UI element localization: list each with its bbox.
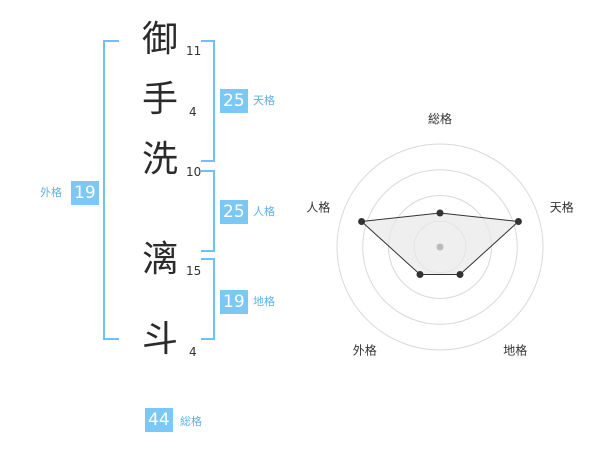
radar-center-dot [436, 243, 444, 251]
jinkaku-label: 人格 [253, 205, 275, 218]
chikaku-bracket [201, 258, 215, 340]
radar-point-4 [416, 271, 424, 278]
name-char-5: 斗 [141, 319, 178, 360]
stroke-count-4: 15 [186, 264, 202, 278]
tenkaku-bracket [201, 40, 215, 162]
soukaku-value-badge: 44 [145, 408, 173, 432]
tenkaku-label: 天格 [253, 94, 275, 107]
chikaku-value-badge: 19 [220, 290, 248, 314]
name-char-1: 御 [141, 19, 178, 60]
name-char-2: 手 [141, 79, 178, 120]
stroke-count-3: 10 [186, 165, 202, 179]
radar-point-2 [514, 218, 522, 225]
gaikaku-label: 外格 [40, 186, 62, 199]
tenkaku-value-badge: 25 [220, 89, 248, 113]
radar-ring-4 [336, 143, 544, 351]
chikaku-label: 地格 [253, 295, 275, 308]
radar-axis-label-2: 天格 [550, 199, 574, 214]
name-char-4: 漓 [141, 239, 178, 280]
name-char-3: 洗 [141, 139, 178, 180]
radar-point-3 [456, 271, 464, 278]
gaikaku-bracket [103, 40, 119, 340]
stroke-count-1: 11 [186, 44, 202, 58]
radar-ring-2 [388, 195, 492, 299]
stroke-count-2: 4 [189, 105, 197, 119]
radar-axis-label-1: 総格 [428, 111, 452, 126]
jinkaku-bracket [201, 170, 215, 252]
stroke-count-5: 4 [189, 345, 197, 359]
radar-axis-label-5: 人格 [306, 199, 330, 214]
radar-ring-3 [362, 169, 518, 325]
radar-point-5 [358, 218, 366, 225]
gaikaku-value-badge: 19 [71, 181, 99, 205]
radar-point-1 [436, 209, 444, 217]
radar-axis-label-3: 地格 [503, 343, 527, 358]
jinkaku-value-badge: 25 [220, 200, 248, 224]
radar-axis-label-4: 外格 [353, 343, 377, 358]
soukaku-label: 総格 [180, 415, 202, 428]
